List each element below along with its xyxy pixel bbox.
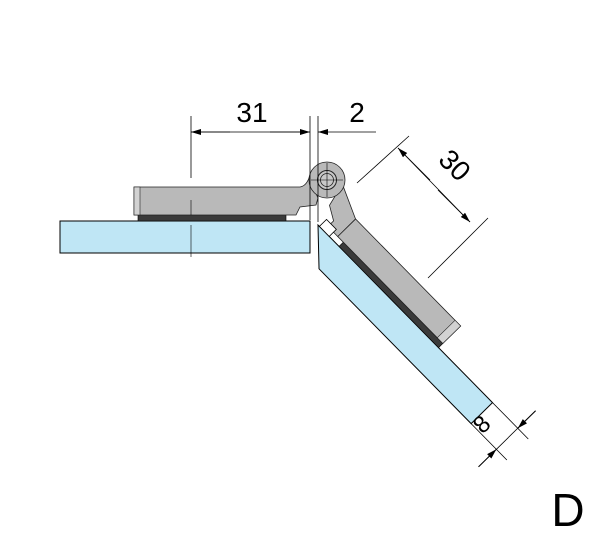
dim-31-label: 31 bbox=[236, 97, 267, 128]
angled-assembly: 8 bbox=[317, 183, 536, 468]
left-hinge-leaf bbox=[133, 176, 319, 216]
dim-8-label: 8 bbox=[468, 410, 496, 439]
dim-30-label: 30 bbox=[433, 143, 477, 187]
left-leaf-edge bbox=[133, 186, 141, 216]
center-lines bbox=[190, 163, 343, 257]
left-glass-panel bbox=[59, 220, 311, 254]
dim-30 bbox=[356, 135, 489, 279]
packing-piece bbox=[318, 218, 337, 237]
view-label: D bbox=[551, 484, 584, 536]
angled-leaf-end bbox=[436, 319, 462, 344]
angled-glass-panel bbox=[317, 223, 494, 425]
dim-31-2 bbox=[190, 116, 376, 222]
dim-2-label: 2 bbox=[349, 97, 365, 128]
